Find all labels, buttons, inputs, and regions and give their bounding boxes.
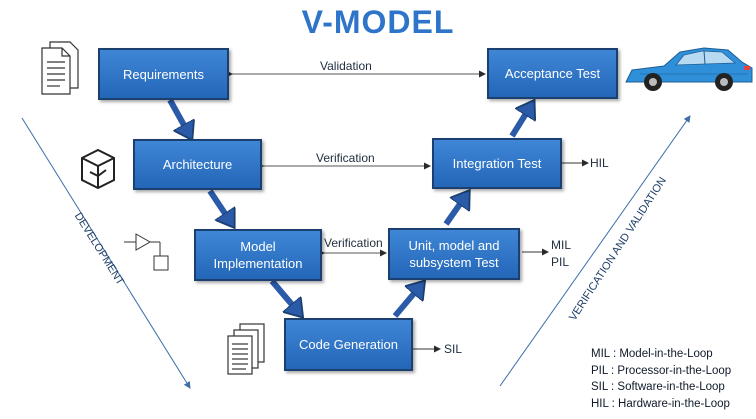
code-generation-label: Code Generation xyxy=(298,337,398,352)
legend-item: HIL : Hardware-in-the-Loop xyxy=(591,397,730,410)
car-icon xyxy=(625,47,753,91)
verification-label-mid: Verification xyxy=(324,236,383,250)
cube-icon xyxy=(81,148,115,190)
development-arrow xyxy=(21,117,191,389)
legend-item: SIL : Software-in-the-Loop xyxy=(591,381,725,393)
verification-validation-arrow xyxy=(499,115,691,387)
flow-arrow xyxy=(207,189,232,224)
flow-arrow xyxy=(509,104,532,138)
flow-arrow xyxy=(167,98,190,136)
legend-item: MIL : Model-in-the-Loop xyxy=(591,348,713,360)
mil-label: MIL xyxy=(551,238,572,252)
legend-item: PIL : Processor-in-the-Loop xyxy=(591,364,732,377)
verification-label-top: Verification xyxy=(316,151,375,165)
flow-arrow xyxy=(392,284,422,318)
code-generation-box: Code Generation xyxy=(284,318,413,371)
acceptance-test-label: Acceptance Test xyxy=(504,66,601,81)
requirements-label: Requirements xyxy=(123,66,204,82)
pil-label: PIL xyxy=(551,255,570,269)
architecture-label: Architecture xyxy=(162,157,233,172)
block-diagram-icon xyxy=(124,233,169,271)
page-title: V-MODEL xyxy=(301,4,455,40)
unit-test-label: Unit, model and subsystem Test xyxy=(408,238,500,270)
document-icon xyxy=(41,41,79,95)
code-pages-icon xyxy=(227,323,265,375)
architecture-box: Architecture xyxy=(133,139,262,190)
unit-test-box: Unit, model and subsystem Test xyxy=(388,228,520,280)
validation-label: Validation xyxy=(320,59,372,73)
integration-test-label: Integration Test xyxy=(452,156,542,171)
hil-label: HIL xyxy=(590,156,609,170)
model-implementation-label: Model Implementation xyxy=(213,239,303,271)
requirements-box: Requirements xyxy=(98,48,229,100)
acceptance-test-box: Acceptance Test xyxy=(487,48,618,99)
model-implementation-box: Model Implementation xyxy=(194,229,322,281)
legend: MIL : Model-in-the-Loop PIL : Processor-… xyxy=(591,346,731,412)
flow-arrow xyxy=(443,194,467,226)
flow-arrow xyxy=(269,279,300,314)
integration-test-box: Integration Test xyxy=(432,138,562,189)
sil-label: SIL xyxy=(444,342,463,356)
